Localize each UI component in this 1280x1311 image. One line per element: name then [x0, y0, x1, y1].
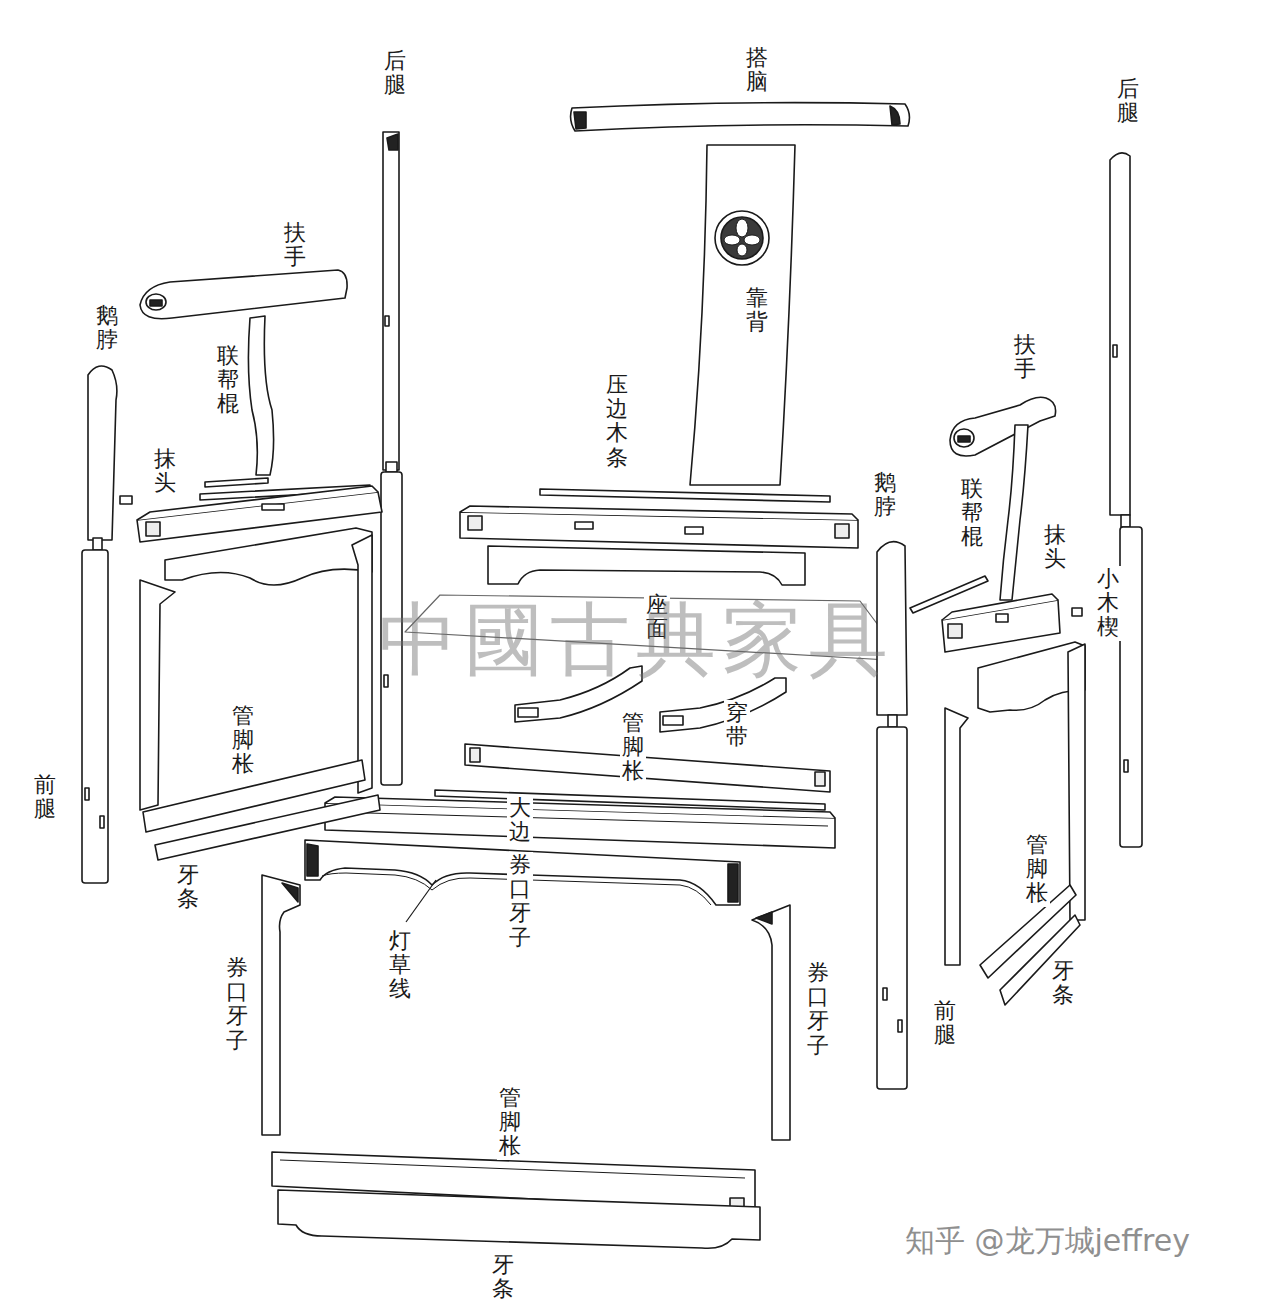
part-name: 大边 [507, 795, 533, 845]
apron [945, 708, 968, 965]
part-name: 管脚枨 [497, 1085, 523, 1160]
watermark: 中國古典家具 [378, 600, 894, 680]
part-name: 牙条 [175, 862, 201, 912]
part-name: 券口牙子 [507, 852, 533, 951]
part-name: 管脚枨 [230, 703, 256, 778]
part-name: 抹头 [1042, 522, 1068, 572]
stretcher [465, 744, 830, 792]
wedge [205, 478, 268, 487]
part-name: 牙条 [1050, 958, 1076, 1008]
part-name: 牙条 [490, 1252, 516, 1302]
part-name: 扶手 [1012, 332, 1038, 382]
seat-rail [942, 594, 1060, 652]
wedge [120, 496, 132, 504]
back-leg [381, 132, 402, 785]
apron [155, 795, 380, 860]
side-post [248, 316, 273, 475]
apron [140, 580, 175, 810]
part-name: 小木楔 [1095, 566, 1121, 641]
armrest [950, 397, 1056, 456]
part-name: 鹅脖 [872, 470, 898, 520]
part-name: 联帮棍 [215, 343, 241, 418]
part-name: 券口牙子 [805, 960, 831, 1059]
apron [352, 535, 372, 793]
part-name: 联帮棍 [959, 476, 985, 551]
part-name: 前腿 [32, 772, 58, 822]
apron [278, 1190, 760, 1248]
part-name: 前腿 [932, 998, 958, 1048]
back-leg [1110, 153, 1142, 847]
side-post [1000, 425, 1028, 600]
part-name: 鹅脖 [94, 303, 120, 353]
part-name: 后腿 [1115, 76, 1141, 126]
part-name: 管脚枨 [620, 710, 646, 785]
apron [1068, 644, 1085, 920]
part-name: 券口牙子 [224, 955, 250, 1054]
part-name: 搭脑 [744, 45, 770, 95]
pressing-strip [540, 489, 830, 502]
part-name: 灯草线 [387, 928, 413, 1003]
part-name: 压边木条 [604, 372, 630, 471]
apron [488, 546, 805, 585]
seat-rail [325, 797, 835, 848]
part-name: 后腿 [382, 48, 408, 98]
seat-rail [460, 506, 858, 548]
crest-rail [571, 103, 910, 131]
part-name: 扶手 [282, 220, 308, 270]
part-name: 穿带 [724, 700, 750, 750]
watermark: 知乎 @龙万城jeffrey [905, 1226, 1190, 1256]
part-name: 抹头 [152, 446, 178, 496]
wedge [1072, 608, 1082, 616]
part-name: 管脚枨 [1024, 832, 1050, 907]
armrest [140, 270, 347, 319]
front-post [82, 366, 117, 883]
leader-line [406, 880, 436, 922]
back-splat [690, 145, 795, 485]
apron [165, 528, 372, 585]
part-name: 靠背 [744, 285, 770, 335]
